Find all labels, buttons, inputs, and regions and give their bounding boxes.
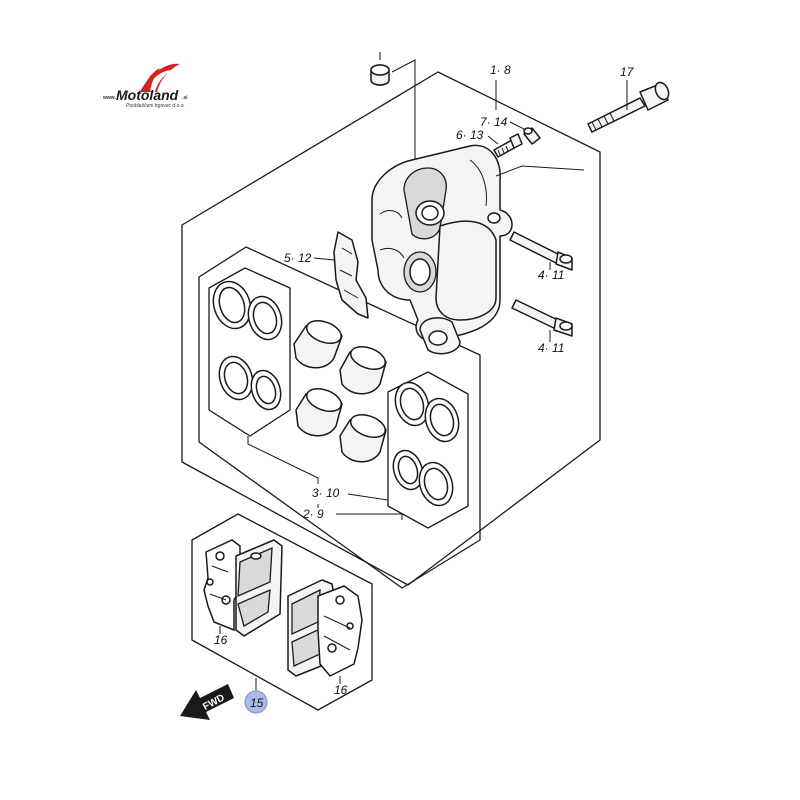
label-1-8: 1· 8 <box>490 63 511 77</box>
piston-seal-left-4 <box>250 369 282 411</box>
label-7-14: 7· 14 <box>480 115 508 129</box>
piston-3 <box>295 388 343 437</box>
logo-name: Motoland <box>116 87 179 103</box>
piston-seal-right-1 <box>394 381 430 427</box>
label-16-left: 16 <box>214 633 228 647</box>
piston-1 <box>293 320 343 369</box>
piston-seal-left-3 <box>218 355 254 401</box>
label-3-10: 3· 10 <box>312 486 340 500</box>
pad-shim-right <box>317 585 363 677</box>
leader-7-14 <box>509 121 527 131</box>
leader-5-12 <box>313 257 335 261</box>
bleeder-cap <box>523 127 541 145</box>
caliper-body <box>371 144 513 355</box>
label-17: 17 <box>620 65 635 79</box>
label-4-11-upper: 4· 11 <box>538 268 564 282</box>
caliper-bolt-17 <box>587 81 670 133</box>
logo-www: www. <box>102 95 116 101</box>
bleeder-valve <box>493 133 523 158</box>
callout-15-badge <box>244 690 268 714</box>
fwd-arrow-icon: FWD <box>180 684 234 720</box>
leader-2-9 <box>317 504 403 520</box>
slide-pin-lower <box>511 299 573 337</box>
leader-caliper <box>495 165 585 177</box>
label-4-11-lower: 4· 11 <box>538 341 564 355</box>
seal-kit-frame <box>198 246 481 589</box>
seal-set-left-frame <box>208 267 291 437</box>
piston-2 <box>339 346 387 395</box>
motoland-logo: www. Motoland .si Pooblaščeni trgovec d.… <box>102 63 188 109</box>
label-5-12: 5· 12 <box>284 251 312 265</box>
piston-seal-right-3 <box>392 449 424 491</box>
logo-wing-icon <box>140 63 180 92</box>
label-6-13: 6· 13 <box>456 128 484 142</box>
leader-6-13 <box>487 135 499 145</box>
brake-pad-frame <box>191 513 373 711</box>
caliper-assembly-frame <box>181 71 601 586</box>
piston-4 <box>339 414 387 463</box>
slide-pin-upper <box>509 231 573 271</box>
leader-3-10 <box>247 436 319 484</box>
leader-3-10-right <box>347 493 389 506</box>
label-16-right: 16 <box>334 683 348 697</box>
boot-bush-part <box>370 64 390 86</box>
piston-seal-left-1 <box>212 280 252 330</box>
logo-tagline: Pooblaščeni trgovec d.o.o. <box>126 103 185 109</box>
logo-suffix: .si <box>182 95 188 101</box>
piston-seal-right-4 <box>418 461 454 507</box>
label-15: 15 <box>250 696 264 710</box>
piston-seal-left-2 <box>247 295 283 341</box>
pad-spring <box>333 231 369 319</box>
label-2-9: 2· 9 <box>302 507 324 521</box>
brake-pad-left <box>235 539 283 637</box>
piston-seal-right-2 <box>424 397 460 443</box>
pad-shim-left <box>203 539 241 632</box>
